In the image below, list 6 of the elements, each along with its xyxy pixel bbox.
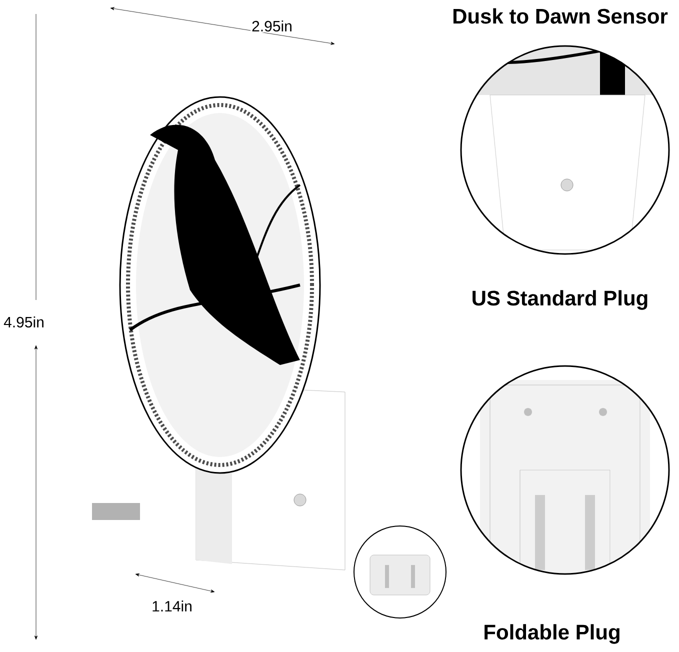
dimension-label: 4.95in <box>2 315 46 328</box>
heading: Foldable Plug <box>484 624 620 644</box>
dimension-label: 1.14in <box>150 600 194 612</box>
heading: US Standard Plug <box>472 290 648 310</box>
heading: Dusk to Dawn Sensor <box>453 8 668 24</box>
dimension-label: 2.95in <box>250 19 294 32</box>
